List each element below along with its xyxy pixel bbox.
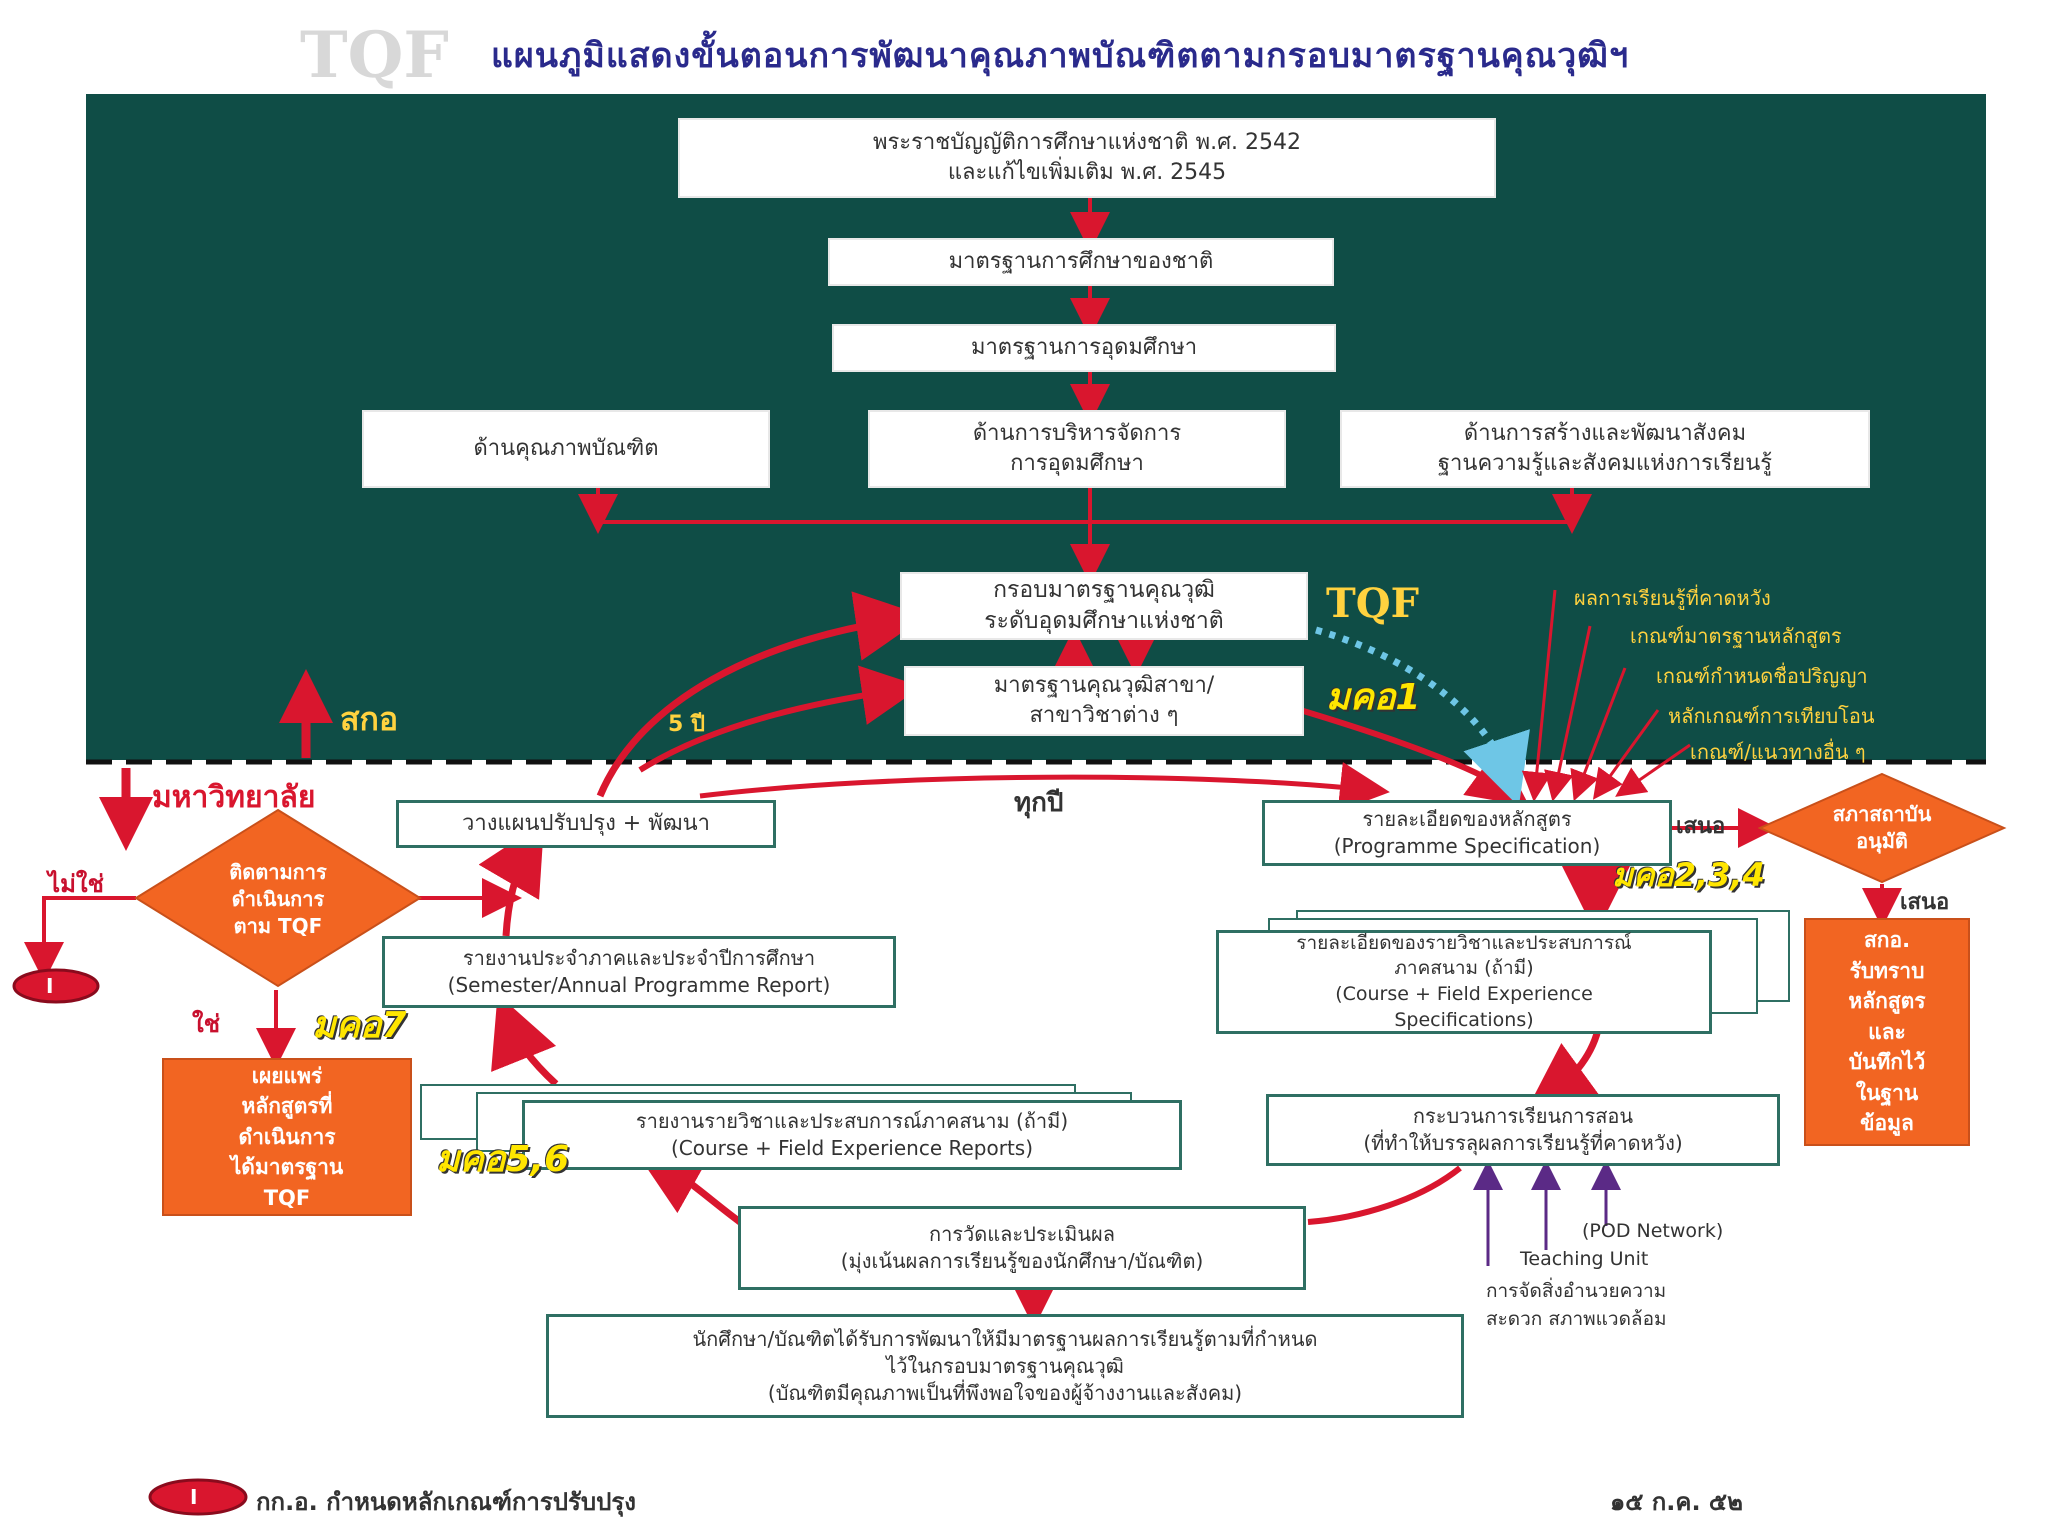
criterion-item: เกณฑ์/แนวทางอื่น ๆ [1690,740,1866,764]
footnote-text: กก.อ. กำหนดหลักเกณฑ์การปรับปรุง [256,1488,636,1516]
society-box: ด้านการสร้างและพัฒนาสังคม ฐานความรู้และส… [1340,410,1870,488]
propose-label: เสนอ [1676,814,1726,839]
criterion-item: ผลการเรียนรู้ที่คาดหวัง [1574,586,1771,610]
propose-label-2: เสนอ [1900,890,1950,915]
national-standard-box: มาตรฐานการศึกษาของชาติ [828,238,1334,286]
education-act-line2: และแก้ไขเพิ่มเติม พ.ศ. 2545 [947,160,1227,185]
mko234-label: มคอ2,3,4 [1612,856,1765,894]
council-diamond-text: สภาสถาบัน อนุมัติ [1832,802,1932,853]
support-teaching-unit: Teaching Unit [1520,1248,1649,1270]
higher-ed-standard-box: มาตรฐานการอุดมศึกษา [832,324,1336,372]
criterion-item: หลักเกณฑ์การเทียบโอน [1668,704,1875,728]
monitor-diamond-text: ติดตามการ ดำเนินการ ตาม TQF [229,859,327,938]
framework-box: กรอบมาตรฐานคุณวุฒิ ระดับอุดมศึกษาแห่งชาต… [900,572,1308,640]
university-label: มหาวิทยาลัย [152,780,316,815]
footnote-circle-marker [148,1478,248,1516]
ohec-acknowledge-box: สกอ. รับทราบ หลักสูตร และ บันทึกไว้ ในฐา… [1804,918,1970,1146]
support-pod: (POD Network) [1582,1220,1724,1242]
tqf-watermark: TQF [300,18,449,93]
mko56-label: มคอ5,6 [436,1139,570,1180]
page-title: แผนภูมิแสดงขั้นตอนการพัฒนาคุณภาพบัณฑิตตา… [490,36,1630,76]
tqf-label: TQF [1326,580,1420,627]
course-spec-box: รายละเอียดของรายวิชาและประสบการณ์ ภาคสนา… [1216,930,1712,1034]
improvement-plan-box: วางแผนปรับปรุง + พัฒนา [396,800,776,848]
assessment-box: การวัดและประเมินผล (มุ่งเน้นผลการเรียนรู… [738,1206,1306,1290]
management-box: ด้านการบริหารจัดการ การอุดมศึกษา [868,410,1286,488]
circle-marker [12,968,100,1004]
no-label: ไม่ใช่ [48,870,104,898]
course-reports-box: รายงานรายวิชาและประสบการณ์ภาคสนาม (ถ้ามี… [522,1100,1182,1170]
footnote-marker-label: I [190,1485,198,1509]
mko1-label: มคอ1 [1326,677,1421,718]
graduate-quality-box: ด้านคุณภาพบัณฑิต [362,410,770,488]
date-label: ๑๕ ก.ค. ๕๒ [1610,1488,1743,1516]
teaching-process-box: กระบวนการเรียนการสอน (ที่ทำให้บรรลุผลการ… [1266,1094,1780,1166]
criterion-item: เกณฑ์กำหนดชื่อปริญญา [1656,664,1868,688]
publish-box: เผยแพร่ หลักสูตรที่ ดำเนินการ ได้มาตรฐาน… [162,1058,412,1216]
field-standard-box: มาตรฐานคุณวุฒิสาขา/ สาขาวิชาต่าง ๆ [904,666,1304,736]
monitor-diamond [134,808,422,988]
every-year-label: ทุกปี [1014,788,1064,818]
five-years-label: 5 ปี [668,712,705,737]
education-act-line1: พระราชบัญญัติการศึกษาแห่งชาติ พ.ศ. 2542 [872,130,1302,156]
mko7-label: มคอ7 [312,1005,407,1046]
annual-report-box: รายงานประจำภาคและประจำปีการศึกษา (Semest… [382,936,896,1008]
circle-marker-label: I [46,974,54,998]
education-act-box: พระราชบัญญัติการศึกษาแห่งชาติ พ.ศ. 2542 … [678,118,1496,198]
support-environment: สะดวก สภาพแวดล้อม [1486,1308,1667,1330]
programme-spec-box: รายละเอียดของหลักสูตร (Programme Specifi… [1262,800,1672,866]
ohec-label: สกอ [340,700,399,738]
yes-label: ใช่ [192,1010,221,1038]
criterion-item: เกณฑ์มาตรฐานหลักสูตร [1630,624,1842,648]
outcome-box: นักศึกษา/บัณฑิตได้รับการพัฒนาให้มีมาตรฐา… [546,1314,1464,1418]
support-facilities: การจัดสิ่งอำนวยความ [1486,1280,1667,1302]
council-diamond [1757,772,2007,884]
